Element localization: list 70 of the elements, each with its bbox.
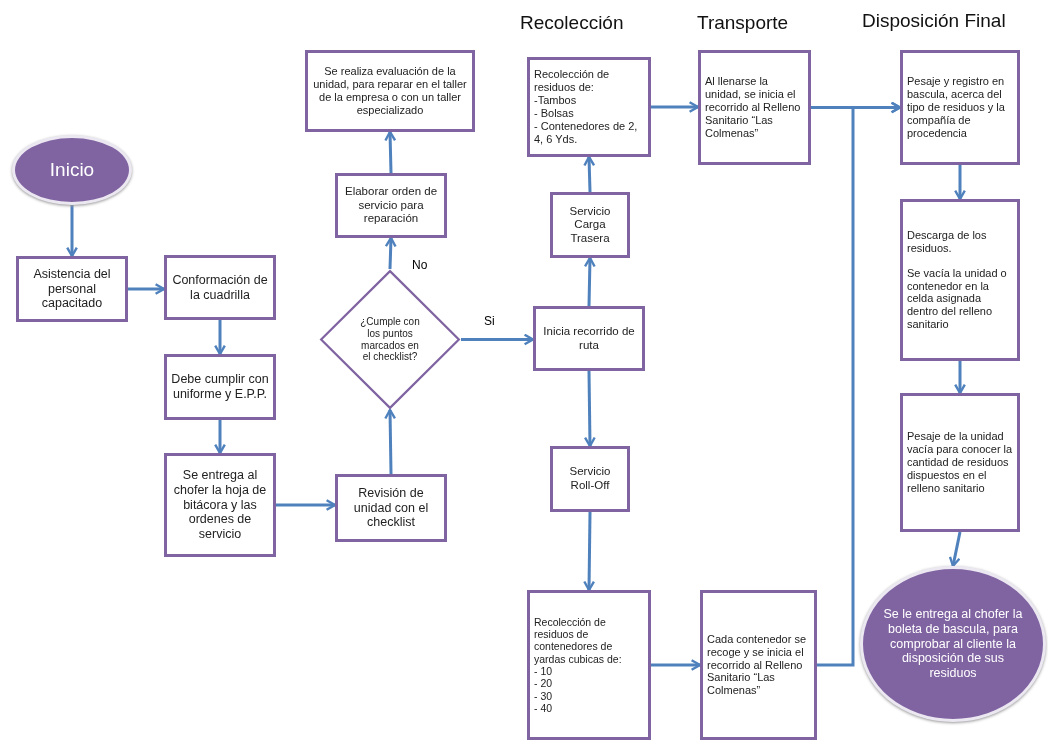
- node-text: Al llenarse la unidad, se inicia el recorrido al Relleno Sanitario “Las Colmenas”: [705, 75, 802, 140]
- arrow: [817, 101, 902, 667]
- arrow: [954, 165, 966, 201]
- node-text: Conformación de la cuadrilla: [171, 272, 269, 303]
- process-box: [698, 50, 811, 165]
- process-box: [550, 192, 630, 258]
- node-text: Se entrega al chofer la hoja de bitácora y las ordenes de servicio: [172, 468, 268, 542]
- node-text: Se vacía la unidad o contenedor en la celda asignada dentro del relleno sanitario: [907, 266, 1008, 332]
- node-text: - Contenedores de 2, 4, 6 Yds.: [534, 119, 639, 146]
- arrow: [461, 333, 535, 346]
- arrow: [214, 320, 226, 356]
- node-text: Pesaje y registro en bascula, acerca del tipo de residuos y la compañía de procedencia: [907, 75, 1006, 140]
- arrow: [651, 659, 702, 671]
- process-box: [16, 256, 128, 322]
- process-box: [164, 453, 276, 557]
- arrow: [384, 130, 397, 174]
- column-heading: Disposición Final: [862, 10, 1006, 32]
- node-text: Recolección de residuos de:: [534, 68, 611, 95]
- node-text: - 30: [534, 689, 554, 703]
- edge-label: Si: [482, 314, 497, 328]
- node-text: -Tambos: [534, 94, 578, 107]
- node-text: - 10: [534, 665, 554, 678]
- node-text: - 20: [534, 677, 554, 690]
- arrow: [214, 420, 226, 455]
- process-box: [335, 474, 447, 542]
- node-text: Debe cumplir con uniforme y E.P.P.: [171, 372, 269, 402]
- arrow: [276, 499, 337, 511]
- arrow: [583, 256, 596, 307]
- node-text: Se realiza evaluación de la unidad, para reparar en el taller de la empresa o con un taller especializado: [312, 65, 468, 117]
- node-text: Revisión de unidad con el checklist: [352, 485, 430, 531]
- process-box: [900, 199, 1020, 361]
- arrow: [128, 283, 166, 295]
- decision-diamond: [319, 269, 461, 410]
- node-text: Inicio: [48, 158, 96, 182]
- node-text: Servicio Roll-Off: [568, 465, 612, 493]
- process-box: [533, 306, 645, 371]
- node-text: Elaborar orden de servicio para reparación: [343, 185, 439, 226]
- node-text: Inicia recorrido de ruta: [542, 324, 636, 353]
- arrow: [583, 370, 596, 448]
- process-box: [335, 173, 447, 238]
- arrow: [66, 205, 78, 258]
- process-box: [550, 446, 630, 512]
- process-box: [900, 393, 1020, 532]
- arrow: [583, 155, 596, 193]
- arrow: [384, 236, 397, 270]
- arrow: [583, 511, 596, 592]
- arrow: [651, 101, 700, 113]
- edge-label: No: [410, 258, 430, 272]
- process-box: [527, 590, 651, 740]
- node-text: Asistencia del personal capacitado: [32, 266, 112, 312]
- process-box: [900, 50, 1020, 165]
- node-text: Descarga de los residuos.: [907, 228, 988, 255]
- arrow: [954, 361, 966, 395]
- node-text: ¿Cumple con los puntos marcados en el checklist?: [359, 315, 421, 364]
- column-heading: Recolección: [520, 12, 624, 34]
- node-text: Cada contenedor se recoge y se inicia el recorrido al Relleno Sanitario “Las Colmenas”: [707, 632, 808, 698]
- node-text: Recolección de residuos de contenedores de yardas cubicas de:: [534, 615, 623, 665]
- node-text: - Bolsas: [534, 107, 575, 120]
- process-box: [700, 590, 817, 740]
- node-text: Pesaje de la unidad vacía para conocer la cantidad de residuos dispuestos en el relleno sanitario: [907, 430, 1013, 495]
- node-text: - 40: [534, 702, 554, 715]
- process-box: [527, 57, 651, 157]
- process-box: [305, 50, 475, 132]
- node-text: Se le entrega al chofer la boleta de bascula, para comprobar al cliente la disposición de sus residuos: [882, 607, 1024, 681]
- column-heading: Transporte: [697, 12, 789, 34]
- arrow: [384, 408, 397, 475]
- arrow: [948, 531, 962, 568]
- process-box: [164, 354, 276, 420]
- process-box: [164, 255, 276, 320]
- node-text: Servicio Carga Trasera: [568, 204, 612, 246]
